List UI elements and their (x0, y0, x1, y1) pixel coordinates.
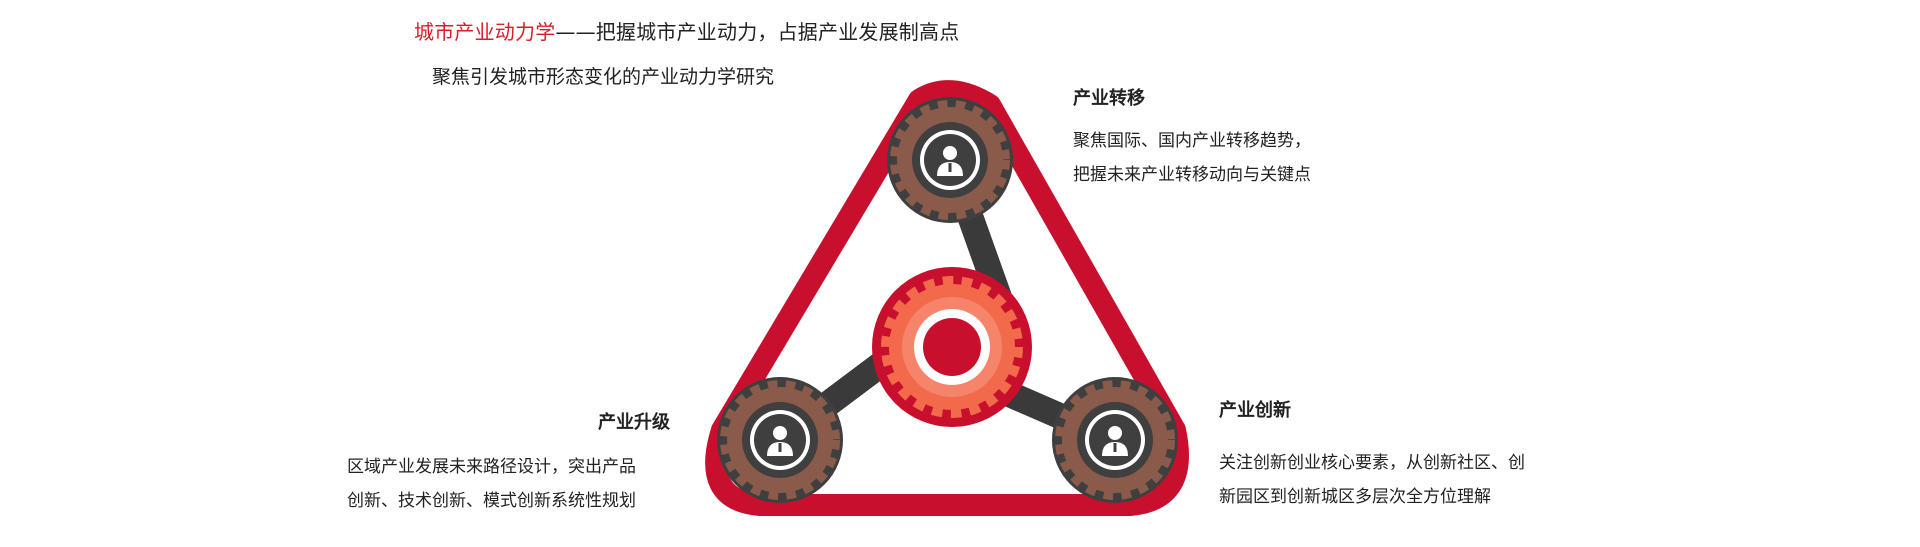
desc-line: 把握未来产业转移动向与关键点 (1073, 165, 1311, 185)
node-title-innovation: 产业创新 (1219, 400, 1291, 421)
desc-line: 新园区到创新城区多层次全方位理解 (1219, 487, 1491, 507)
node-desc-innovation: 关注创新创业核心要素，从创新社区、创 新园区到创新城区多层次全方位理解 (1219, 446, 1525, 514)
headline: 城市产业动力学——把握城市产业动力，占据产业发展制高点 (414, 16, 959, 45)
gear-right (1052, 377, 1178, 503)
gear-left (717, 377, 843, 503)
businessman-icon (1102, 426, 1128, 456)
headline-rest: ——把握城市产业动力，占据产业发展制高点 (555, 20, 960, 44)
node-title-upgrade: 产业升级 (598, 412, 670, 433)
headline-accent: 城市产业动力学 (414, 20, 556, 44)
node-desc-upgrade: 区域产业发展未来路径设计，突出产品 创新、技术创新、模式创新系统性规划 (347, 450, 636, 518)
subheadline: 聚焦引发城市形态变化的产业动力学研究 (432, 66, 775, 88)
desc-line: 区域产业发展未来路径设计，突出产品 (347, 457, 636, 477)
node-title-transfer: 产业转移 (1073, 88, 1145, 109)
gear-center (872, 267, 1032, 427)
desc-line: 聚焦国际、国内产业转移趋势， (1073, 131, 1311, 151)
businessman-icon (937, 146, 963, 176)
gear-top (887, 97, 1013, 223)
red-triangle-frame (705, 80, 1189, 516)
node-desc-transfer: 聚焦国际、国内产业转移趋势， 把握未来产业转移动向与关键点 (1073, 124, 1311, 192)
desc-line: 创新、技术创新、模式创新系统性规划 (347, 491, 636, 511)
desc-line: 关注创新创业核心要素，从创新社区、创 (1219, 453, 1525, 473)
businessman-icon (767, 426, 793, 456)
